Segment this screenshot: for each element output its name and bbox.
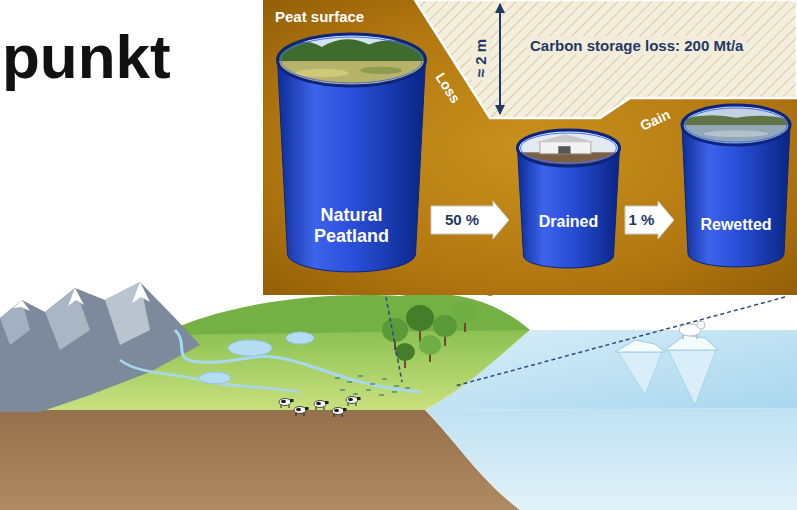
block-arrow (431, 201, 509, 239)
carbon-loss-region: ≈ 2 m Carbon storage loss: 200 Mt/a (415, 0, 797, 118)
tree (382, 318, 408, 342)
cylinder-label: Natural Peatland (288, 205, 416, 246)
text-holder: Carbon storage loss: 200 Mt/a (527, 36, 746, 55)
cylinder-body (518, 130, 620, 268)
cylinder-rim-highlight (521, 133, 617, 163)
cylinder-rim-highlight (685, 108, 787, 142)
lake (228, 340, 272, 356)
photo-reflection (704, 131, 769, 137)
mountain-face (45, 288, 90, 350)
cow-figure (294, 407, 309, 417)
ice-floe (665, 335, 718, 350)
cylinder-photo (278, 34, 426, 87)
cow-figure (332, 408, 347, 418)
drum-shape (680, 103, 792, 268)
mountain-face (0, 300, 30, 345)
block-arrow (625, 201, 674, 239)
mountain-range (0, 282, 200, 412)
cylinder-photo (518, 130, 620, 167)
polar-bear-legs (683, 335, 697, 339)
cylinder-rim (278, 34, 426, 86)
dimension-arrow (499, 4, 501, 114)
drum-shape (515, 130, 622, 268)
leader-line (455, 297, 785, 386)
text-holder: Natural Peatland (288, 205, 416, 246)
tree (433, 315, 457, 337)
peat-cylinder: Rewetted (680, 103, 792, 268)
snow-cap (132, 282, 150, 303)
text-holder: ≈ 2 m (471, 36, 490, 80)
river (120, 360, 300, 392)
photo-grass-patch (295, 69, 348, 77)
cylinder-body (682, 105, 790, 267)
lake (286, 332, 314, 344)
tree (406, 305, 434, 331)
cylinder-rim-highlight (281, 37, 423, 83)
polar-bear-head (697, 321, 705, 329)
text-holder: Peat surface (275, 8, 364, 25)
loss-figure: Carbon storage loss: 200 Mt/a (527, 36, 746, 55)
photo-sky (518, 130, 620, 166)
sea-cross-section (425, 408, 797, 510)
photo-trees (682, 115, 790, 126)
peat-cylinder: Drained (515, 130, 622, 268)
ice-floe (615, 340, 665, 352)
cylinder-label: Rewetted (686, 216, 786, 234)
photo-roof (536, 134, 595, 142)
iceberg-underwater (618, 352, 662, 395)
wetland-marks (335, 376, 410, 395)
photo-door (558, 146, 570, 154)
mountain-face (105, 282, 150, 345)
peat-cylinder: Natural Peatland (275, 32, 428, 272)
panel-heading: Peat surface (275, 8, 364, 25)
depth-dimension: ≈ 2 m (471, 36, 490, 80)
cylinder-rim (518, 130, 620, 166)
cylinder-body (278, 34, 426, 272)
cylinder-photo (682, 105, 790, 145)
text-holder: Rewetted (686, 216, 786, 234)
heading-fragment: punkt (2, 26, 171, 88)
lake (199, 372, 231, 384)
cow-figure (314, 401, 329, 411)
tree (395, 343, 415, 361)
cow-figure (346, 397, 361, 407)
snow-cap (13, 300, 30, 311)
arrow-label: 1 % (628, 211, 656, 228)
arrow-label-holder: 50 % (444, 211, 480, 228)
cylinder-rim (682, 105, 790, 145)
hatched-region (415, 0, 797, 118)
cow-figure (279, 399, 294, 409)
text-holder: Drained (521, 213, 616, 231)
tree (419, 335, 441, 355)
green-hill (160, 294, 530, 335)
photo-barn (540, 142, 591, 154)
iceberg-underwater (668, 350, 716, 405)
arrow-label-holder: 1 % (628, 211, 656, 228)
label-holder: punkt (2, 26, 171, 88)
snow-cap (68, 288, 84, 306)
tree (453, 301, 477, 323)
river (175, 330, 420, 392)
photo-grass-patch (360, 67, 401, 74)
leader-line (386, 297, 402, 382)
panel-ground (263, 0, 797, 295)
peat-panel: ≈ 2 m Carbon storage loss: 200 Mt/aNatura… (263, 0, 797, 295)
arrow-label: 50 % (444, 211, 480, 228)
photo-sky (682, 105, 790, 145)
cylinder-label: Drained (521, 213, 616, 231)
